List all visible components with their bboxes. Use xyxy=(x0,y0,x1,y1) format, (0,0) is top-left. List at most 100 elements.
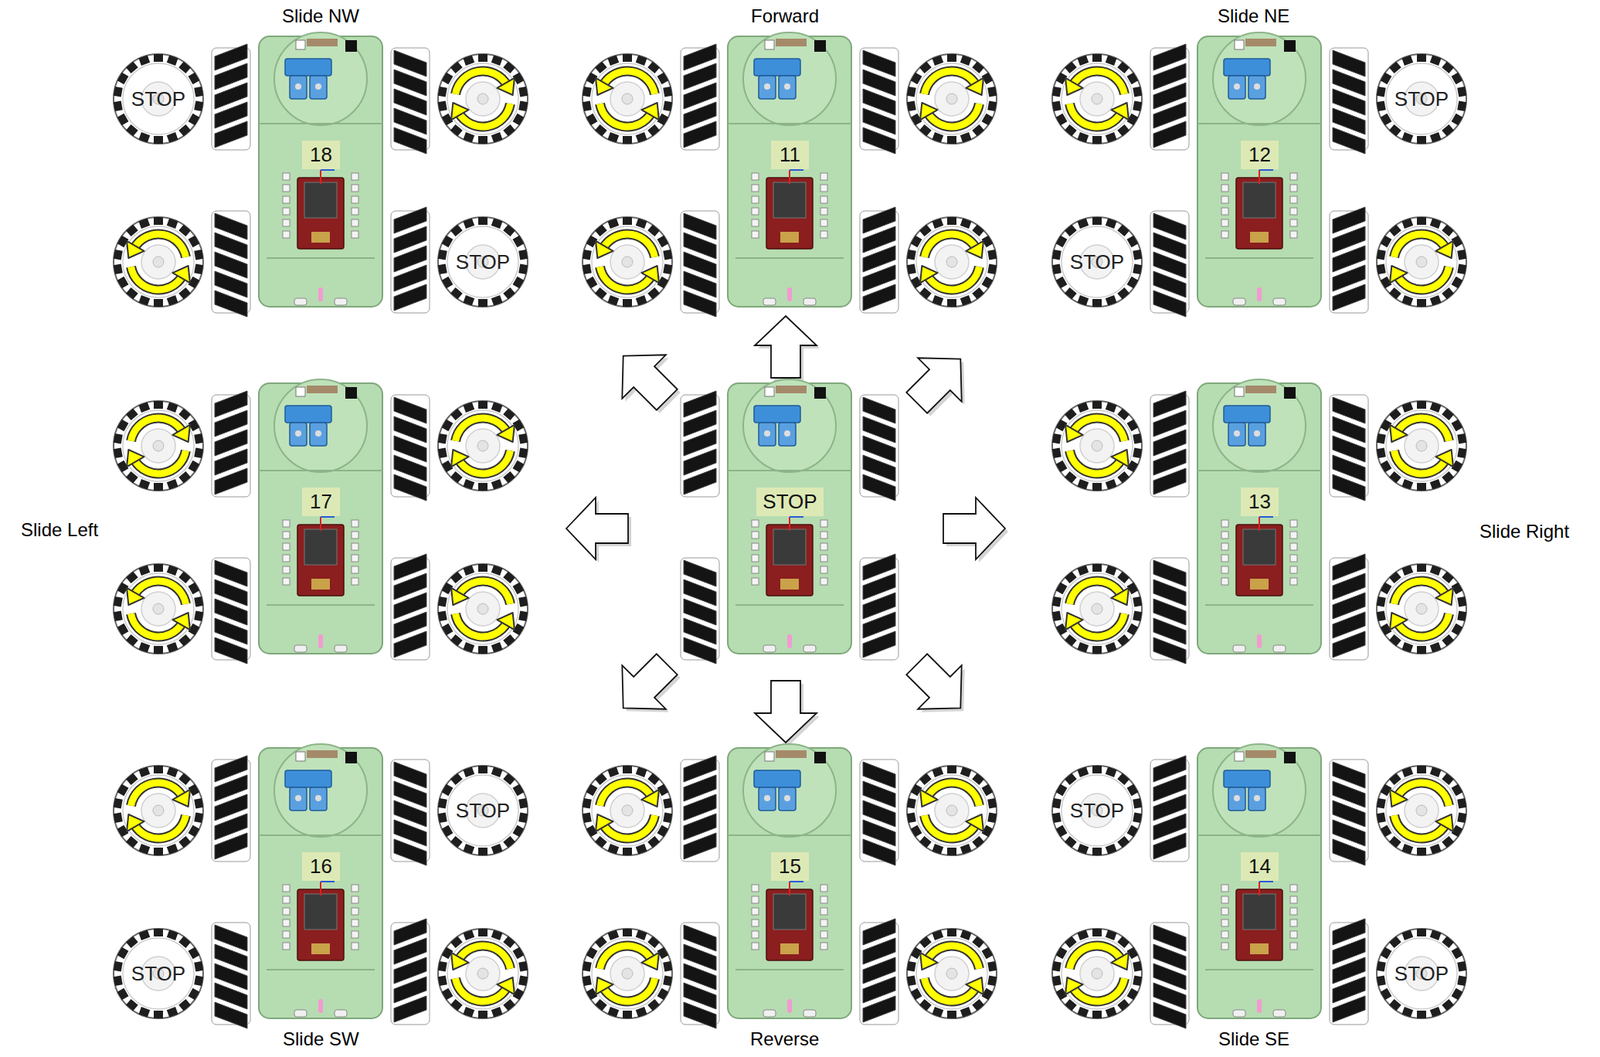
stop-text: STOP xyxy=(131,88,186,111)
wheel-hub xyxy=(1404,428,1439,463)
usb-port xyxy=(311,578,330,590)
arrow-arc xyxy=(603,234,656,258)
pin xyxy=(751,230,759,238)
wheel-hub xyxy=(610,244,645,279)
wheel-roller xyxy=(1077,132,1090,143)
wheel-roller xyxy=(1132,249,1142,261)
roller xyxy=(862,474,896,501)
wheel-roller xyxy=(1430,478,1442,490)
wheel-roller xyxy=(193,974,204,986)
roller xyxy=(862,995,896,1023)
wheel-roller xyxy=(1092,847,1102,856)
screw xyxy=(315,794,322,802)
controller-board xyxy=(766,524,813,596)
wheel-rim xyxy=(907,217,997,307)
arrow-outline xyxy=(600,266,653,290)
switch xyxy=(295,387,306,397)
wheel-roller xyxy=(622,217,632,225)
wheel-roller xyxy=(113,596,123,608)
wheel-roller xyxy=(491,478,503,490)
robot-body xyxy=(258,32,383,307)
roller xyxy=(683,832,717,860)
arrow-head xyxy=(172,265,191,283)
roller xyxy=(1153,637,1186,664)
wheel-roller xyxy=(960,1006,972,1018)
direction-label: Slide Left xyxy=(20,519,99,541)
wheel-roller xyxy=(438,596,448,608)
arrow-outline xyxy=(134,815,187,839)
wheel-roller xyxy=(1402,766,1414,778)
arrow-arc xyxy=(134,580,187,605)
pin xyxy=(1290,919,1298,927)
pin xyxy=(282,219,290,227)
mecanum-wheel xyxy=(113,563,204,654)
pin xyxy=(1290,554,1298,562)
sensor xyxy=(345,387,357,399)
wheel-roller xyxy=(1376,86,1386,98)
axis-y xyxy=(1259,169,1274,171)
wheel-face xyxy=(1061,573,1133,645)
arrow-outline xyxy=(924,71,977,95)
screw xyxy=(295,83,302,90)
wheel-roller xyxy=(1402,929,1414,941)
arrow-outline xyxy=(927,945,980,969)
arrow-outline xyxy=(458,450,511,474)
wheel-hub xyxy=(465,956,500,991)
wheel-roller xyxy=(662,811,673,823)
pin xyxy=(751,219,759,227)
wheel-roller xyxy=(582,961,592,972)
wheel-roller xyxy=(518,974,528,986)
wheel-roller xyxy=(1077,564,1090,576)
pin xyxy=(751,942,759,950)
wheel-roller xyxy=(1416,482,1427,491)
wheel-roller xyxy=(582,974,592,986)
arrow-outline xyxy=(603,71,656,95)
wheel-roller xyxy=(1376,974,1386,986)
wheel-roller xyxy=(1376,961,1386,972)
wheel-roller xyxy=(1052,811,1062,823)
arrow-outline xyxy=(134,234,187,258)
servo-block xyxy=(778,787,796,811)
rotation-arrow xyxy=(920,234,984,290)
arrow-outline xyxy=(1394,580,1447,605)
screw xyxy=(764,430,771,437)
arrow-head xyxy=(641,265,660,283)
arrow-head xyxy=(451,102,469,120)
wheel-roller xyxy=(1052,263,1062,275)
servo-block xyxy=(758,422,776,446)
rotation-arrow xyxy=(126,580,191,637)
wheel-roller xyxy=(1105,843,1118,855)
axis-x xyxy=(319,881,322,896)
arrow-head xyxy=(595,78,614,96)
arrow-head xyxy=(1435,449,1454,467)
wheel-roller xyxy=(1457,811,1467,823)
arrow-head xyxy=(1389,789,1408,807)
pin xyxy=(351,919,359,927)
servo xyxy=(754,770,801,788)
servo-block xyxy=(1228,422,1246,446)
arrow-head xyxy=(1110,102,1129,120)
wheel-face xyxy=(122,410,194,482)
wheel-roller xyxy=(987,974,997,986)
servo xyxy=(1223,770,1271,788)
axis-y xyxy=(789,880,804,883)
wire xyxy=(318,634,323,649)
servo-block xyxy=(289,787,307,811)
pin xyxy=(820,942,828,950)
wheel-roller xyxy=(153,298,164,307)
roller xyxy=(862,839,896,866)
direction-arrow xyxy=(566,497,629,560)
wheel-roller xyxy=(932,54,945,66)
servo-block xyxy=(289,422,307,446)
wheel-roller xyxy=(932,843,945,855)
axis-y xyxy=(789,169,804,171)
wheel-roller xyxy=(438,974,448,986)
arrow-outline xyxy=(924,234,977,258)
arrow-outline xyxy=(455,978,508,1002)
wheel-roller xyxy=(1430,766,1442,778)
pin xyxy=(1221,230,1229,238)
roller-strip xyxy=(390,394,430,501)
wheel-face xyxy=(591,226,663,298)
arrow-outline xyxy=(927,266,980,290)
arrow-head xyxy=(641,102,660,120)
